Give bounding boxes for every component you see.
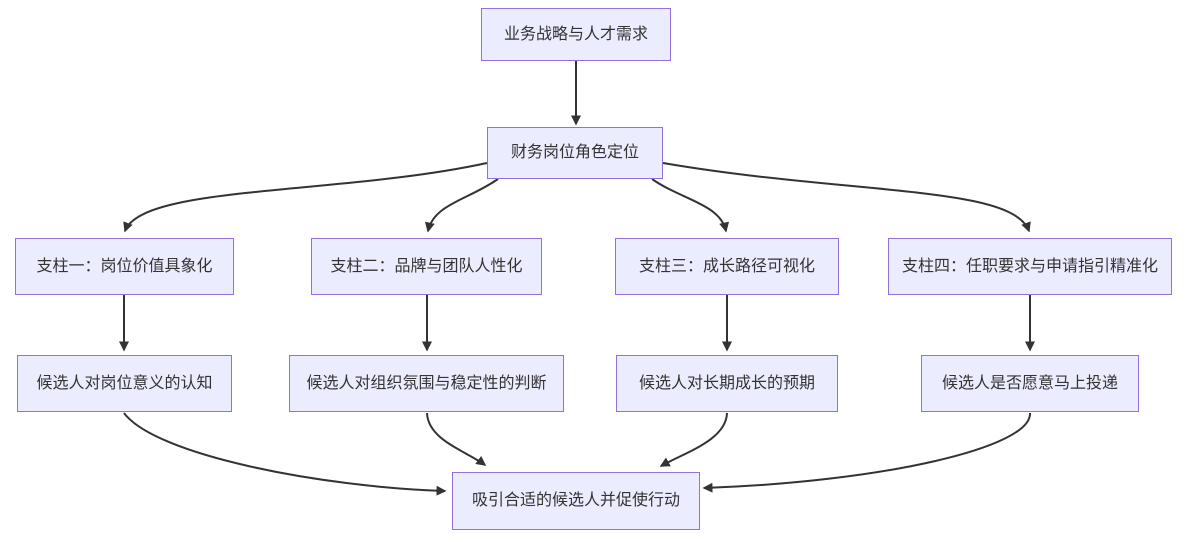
node-outcome3: 候选人对长期成长的预期 xyxy=(616,355,838,412)
node-outcome4: 候选人是否愿意马上投递 xyxy=(921,355,1139,412)
node-finance-role-positioning: 财务岗位角色定位 xyxy=(487,127,663,179)
node-pillar2: 支柱二：品牌与团队人性化 xyxy=(311,238,542,295)
node-label: 财务岗位角色定位 xyxy=(510,144,639,161)
node-label: 候选人是否愿意马上投递 xyxy=(941,374,1118,392)
node-label: 候选人对长期成长的预期 xyxy=(638,374,815,392)
node-business-strategy: 业务战略与人才需求 xyxy=(481,8,671,61)
edge-role-to-pillar1 xyxy=(123,162,488,233)
edge-outcome2-to-action xyxy=(426,412,487,466)
edge-outcome4-to-action xyxy=(702,412,1032,493)
node-label: 吸引合适的候选人并促使行动 xyxy=(471,492,680,509)
node-label: 支柱二：品牌与团队人性化 xyxy=(330,257,523,275)
edge-role-to-pillar4 xyxy=(662,162,1031,233)
node-attract-candidates-action: 吸引合适的候选人并促使行动 xyxy=(452,472,700,530)
node-pillar1: 支柱一：岗位价值具象化 xyxy=(15,238,234,295)
node-label: 候选人对岗位意义的认知 xyxy=(36,374,213,392)
node-label: 支柱四：任职要求与申请指引精准化 xyxy=(901,257,1158,275)
edge-role-to-pillar2 xyxy=(424,178,499,233)
node-label: 候选人对组织氛围与稳定性的判断 xyxy=(306,374,547,392)
node-pillar3: 支柱三：成长路径可视化 xyxy=(615,238,839,295)
edge-outcome1-to-action xyxy=(123,412,447,496)
node-label: 支柱三：成长路径可视化 xyxy=(638,257,815,275)
edge-outcome3-to-action xyxy=(659,412,728,467)
node-outcome2: 候选人对组织氛围与稳定性的判断 xyxy=(289,355,564,412)
node-outcome1: 候选人对岗位意义的认知 xyxy=(17,355,232,412)
node-pillar4: 支柱四：任职要求与申请指引精准化 xyxy=(888,238,1172,295)
node-label: 支柱一：岗位价值具象化 xyxy=(36,257,213,275)
node-label: 业务战略与人才需求 xyxy=(503,25,648,43)
edge-role-to-pillar3 xyxy=(651,178,730,233)
